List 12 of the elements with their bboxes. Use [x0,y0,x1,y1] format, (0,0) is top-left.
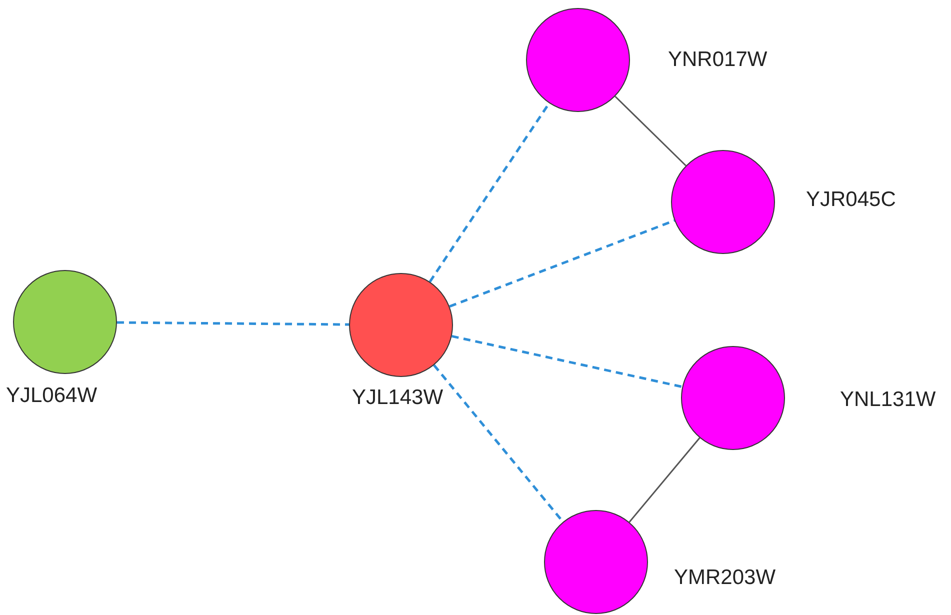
dashed-connector [449,219,675,308]
dashed-connector [452,334,682,388]
node-label: YJR045C [806,187,896,213]
node-label: YMR203W [674,565,776,591]
dashed-connector [428,102,550,282]
connector-line [628,437,700,523]
node-label: YJL064W [6,383,98,409]
connector-line [614,96,686,166]
node-label: YNL131W [840,387,936,413]
node-label: YJL143W [352,385,444,411]
node-label: YNR017W [668,47,768,73]
dashed-connector [116,321,350,326]
